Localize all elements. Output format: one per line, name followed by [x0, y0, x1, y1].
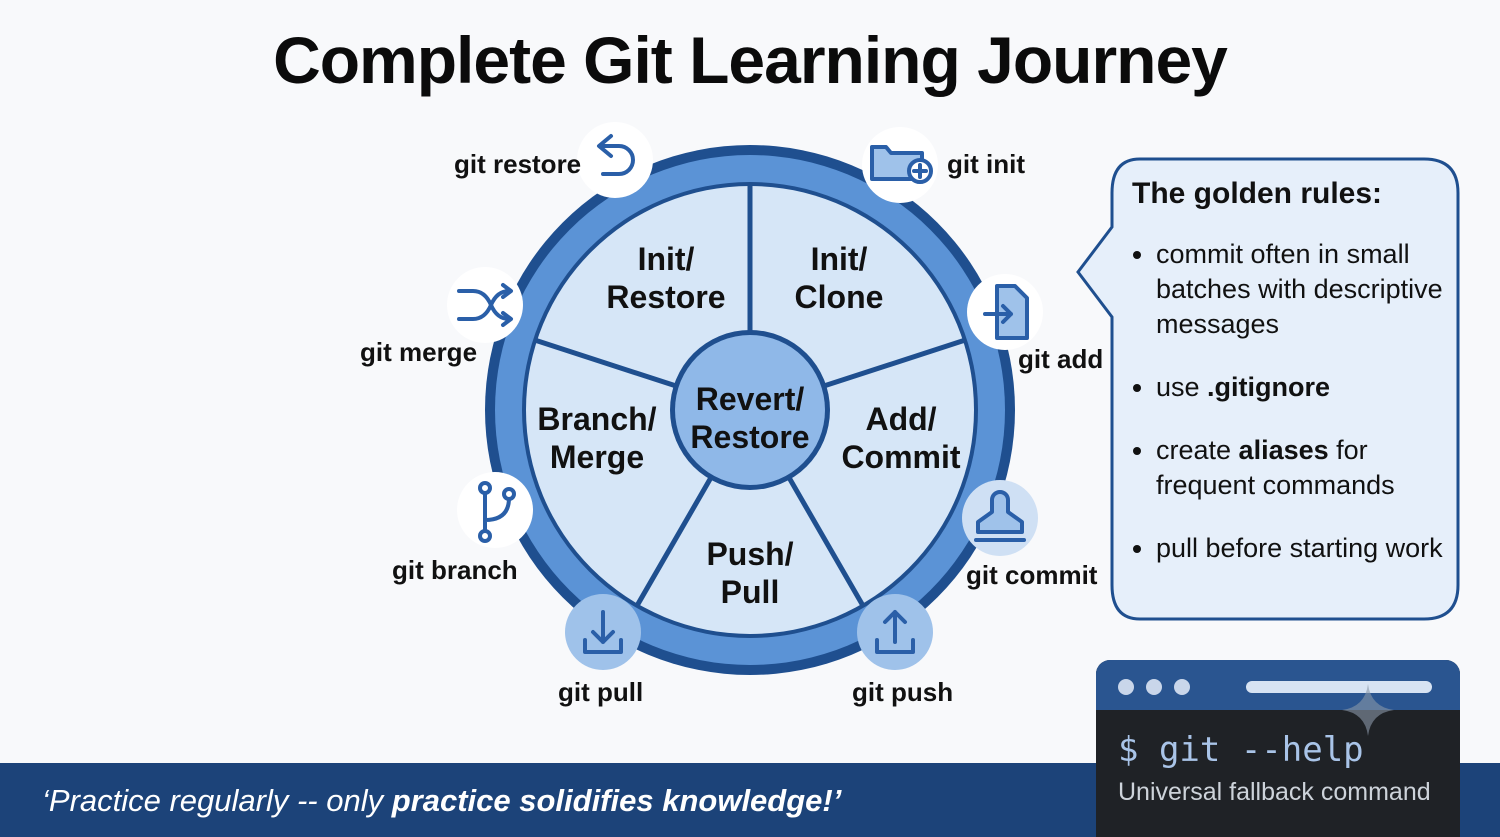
- segment-label-line: Init/: [810, 241, 868, 277]
- segment-label-branch-merge: Branch/Merge: [502, 400, 692, 476]
- segment-divider: [534, 337, 677, 389]
- upload-icon: [875, 610, 915, 654]
- segment-label-line: Branch/: [537, 401, 657, 437]
- git-init-label: git init: [947, 149, 1025, 179]
- rule-item: use .gitignore: [1156, 370, 1456, 405]
- rule-text: pull before starting work: [1156, 533, 1443, 563]
- git-branch-badge: [457, 472, 533, 548]
- quote-prefix: ‘Practice regularly -- only: [42, 783, 392, 818]
- git-restore-badge: [577, 122, 653, 198]
- git-cycle-wheel: [447, 122, 1038, 675]
- terminal-titlebar: [1096, 660, 1460, 710]
- rule-item: create aliases for frequent commands: [1156, 433, 1456, 503]
- rule-text: for frequent commands: [1156, 435, 1395, 500]
- segment-label-line: Clone: [794, 279, 884, 315]
- stamp-icon: [974, 490, 1026, 542]
- git-branch-label: git branch: [392, 555, 518, 585]
- rule-emphasis: aliases: [1238, 435, 1329, 465]
- segment-label-line: Init/: [637, 241, 695, 277]
- git-merge-badge: [447, 267, 523, 343]
- segment-label-line: Pull: [720, 574, 780, 610]
- segment-divider: [786, 476, 866, 607]
- window-dot-icon: [1174, 679, 1190, 695]
- callout-bubble: [1076, 157, 1460, 621]
- segment-label-init-restore: Init/Restore: [571, 240, 761, 316]
- folder-plus-icon: [870, 145, 933, 184]
- rules-list: commit often in small batches with descr…: [1130, 237, 1456, 594]
- center-label-line: Revert/: [695, 381, 805, 417]
- center-label-line: Restore: [690, 419, 810, 455]
- git-merge-label: git merge: [360, 337, 478, 367]
- rule-item: pull before starting work: [1156, 531, 1456, 566]
- page-title: Complete Git Learning Journey: [273, 23, 1228, 97]
- center-hub: [675, 335, 825, 485]
- git-restore-label: git restore: [454, 149, 582, 179]
- window-dot-icon: [1146, 679, 1162, 695]
- terminal-command: $ git --help: [1118, 730, 1364, 770]
- segment-label-line: Add/: [865, 401, 937, 437]
- rule-emphasis: .gitignore: [1207, 372, 1331, 402]
- center-label: Revert/Restore: [655, 380, 845, 456]
- branch-icon: [478, 481, 516, 543]
- window-dot-icon: [1118, 679, 1134, 695]
- rule-item: commit often in small batches with descr…: [1156, 237, 1456, 342]
- rules-title: The golden rules:: [1132, 177, 1383, 210]
- download-icon: [583, 610, 623, 654]
- rule-text: commit often in small batches with descr…: [1156, 239, 1443, 339]
- golden-rules-callout: The golden rules: commit often in small …: [1076, 157, 1460, 621]
- segment-label-line: Merge: [549, 439, 645, 475]
- git-commit-label: git commit: [966, 560, 1098, 590]
- terminal-description: Universal fallback command: [1118, 778, 1431, 806]
- file-import-icon: [983, 284, 1029, 340]
- shuffle-icon: [457, 283, 513, 327]
- segment-divider: [823, 337, 966, 389]
- segment-label-push-pull: Push/Pull: [655, 535, 845, 611]
- sparkle-icon: [1342, 684, 1394, 736]
- titlebar-line: [1246, 681, 1432, 693]
- segment-label-line: Restore: [606, 279, 726, 315]
- git-pull-label: git pull: [558, 677, 644, 707]
- git-push-label: git push: [852, 677, 954, 707]
- segment-label-line: Push/: [706, 536, 794, 572]
- quote-text: ‘Practice regularly -- only practice sol…: [42, 783, 841, 819]
- segment-label-add-commit: Add/Commit: [806, 400, 996, 476]
- quote-emphasis: practice solidifies knowledge!’: [391, 783, 842, 818]
- segment-label-init-clone: Init/Clone: [744, 240, 934, 316]
- segment-divider: [634, 476, 714, 607]
- rule-text: create: [1156, 435, 1239, 465]
- segment-label-line: Commit: [841, 439, 961, 475]
- undo-arrow-icon: [597, 134, 635, 176]
- terminal-window: $ git --help Universal fallback command: [1096, 660, 1460, 837]
- git-add-label: git add: [1018, 344, 1104, 374]
- rule-text: use: [1156, 372, 1208, 402]
